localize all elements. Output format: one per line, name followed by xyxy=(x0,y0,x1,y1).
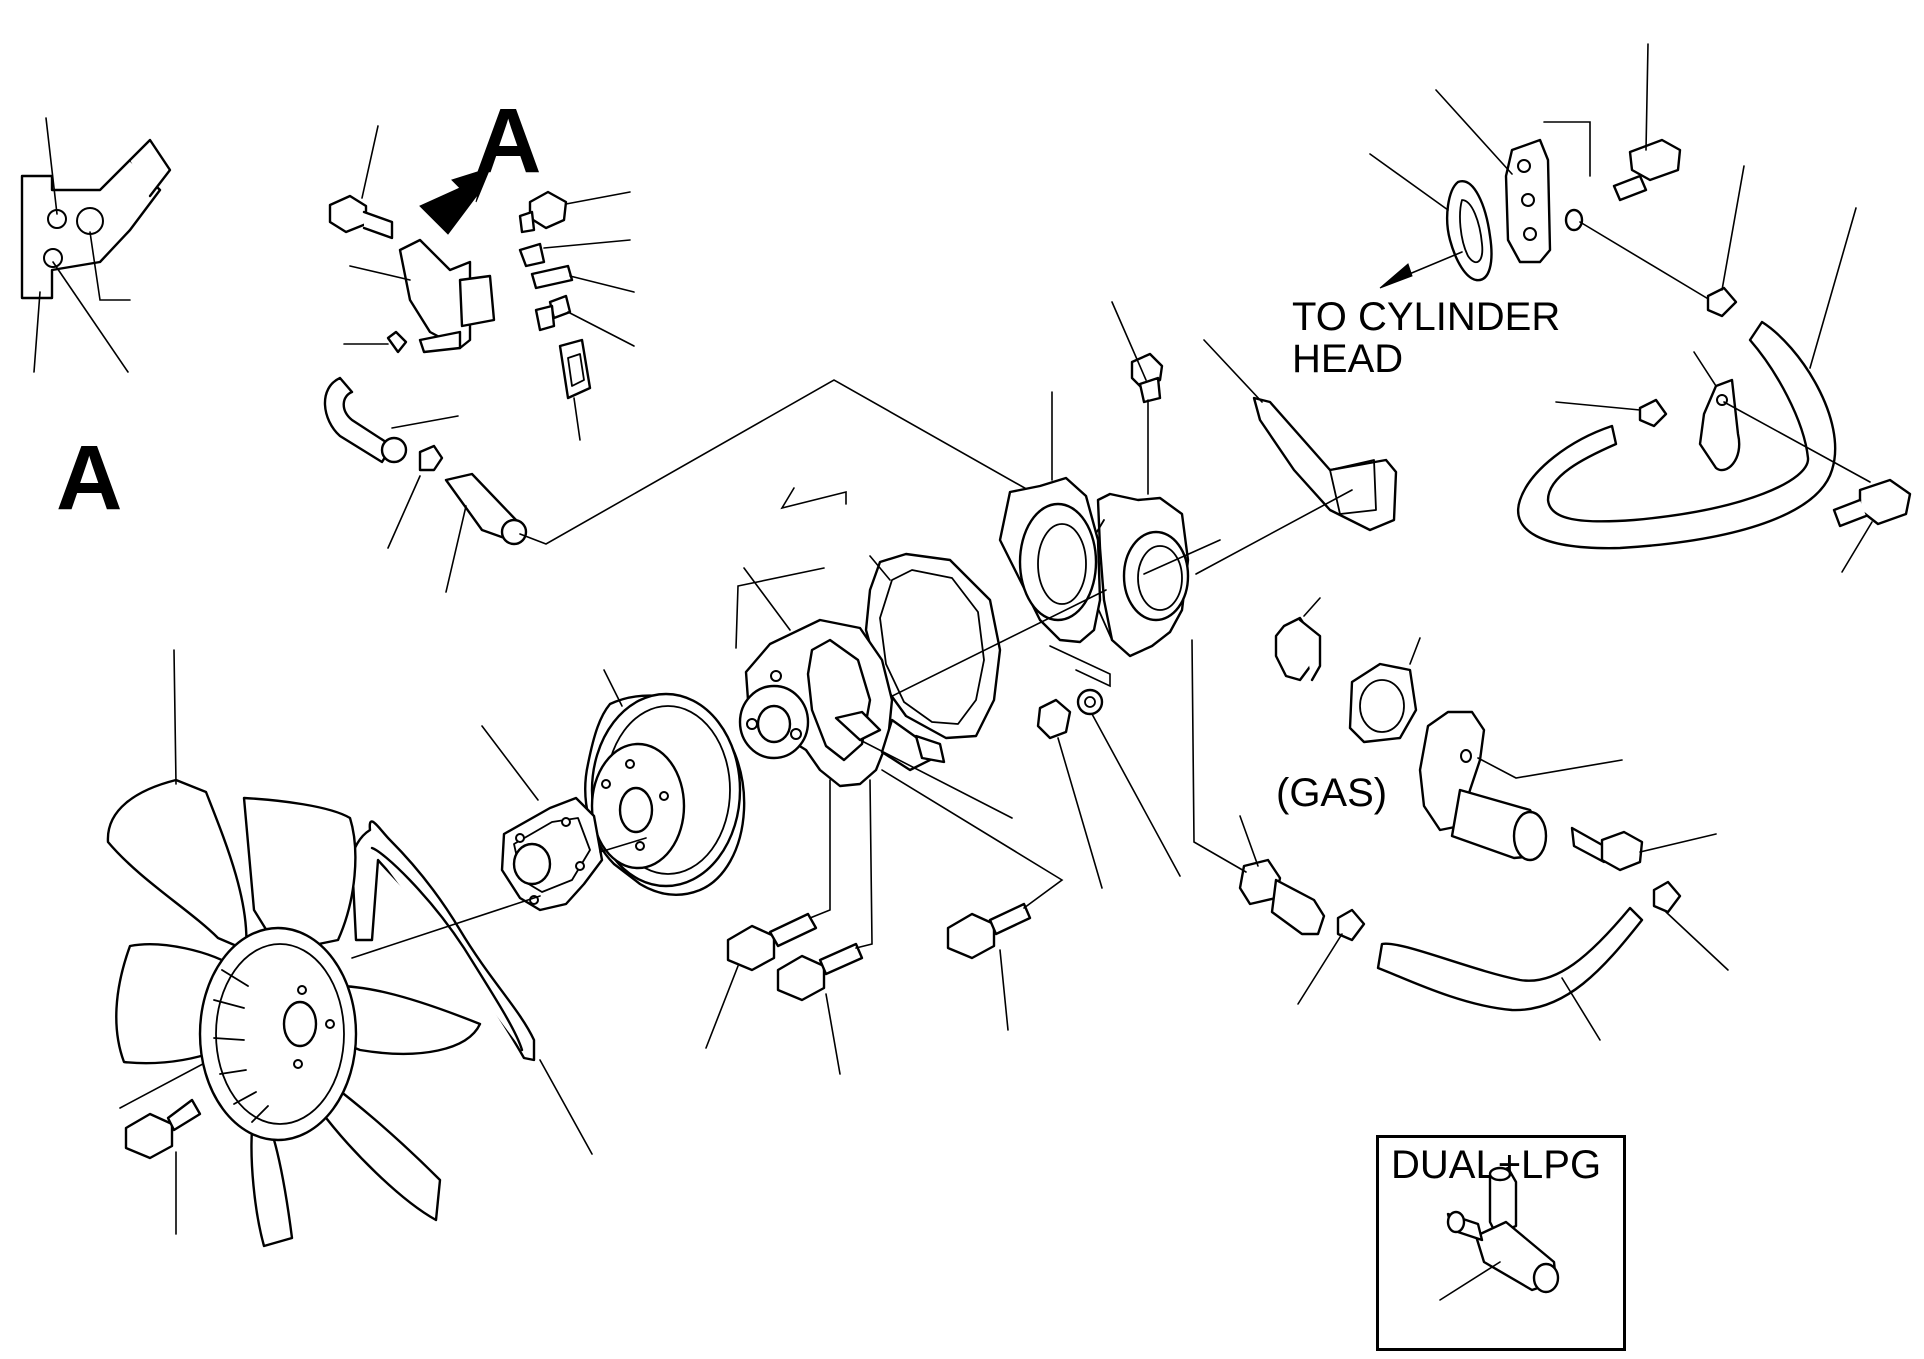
detail-a-leaders xyxy=(33,117,131,373)
leader-detail-a-to-housing xyxy=(519,379,1061,545)
drain-washer xyxy=(1049,645,1181,877)
bypass-fitting xyxy=(1191,639,1326,936)
water-outlet-bolt xyxy=(1570,826,1717,872)
pump-bolt-3 xyxy=(881,769,1064,1031)
top-right-bracket xyxy=(1693,351,1871,483)
direction-arrow xyxy=(419,167,491,235)
top-right-hose xyxy=(1517,207,1857,550)
v-belt xyxy=(350,820,593,1155)
water-pump xyxy=(735,487,1013,819)
detail-a-hose-and-clamps xyxy=(323,330,528,593)
pump-bolt-2 xyxy=(776,779,873,1075)
fan-bolt xyxy=(124,1098,202,1235)
outlet-gasket-upper xyxy=(1195,339,1398,575)
water-outlet-plug xyxy=(1111,301,1164,495)
cylinder-head-bolt xyxy=(1612,43,1682,202)
thermostat xyxy=(1274,597,1322,682)
top-right-bolt-2 xyxy=(1832,478,1912,573)
dual-lpg-title: DUAL+LPG xyxy=(1391,1143,1602,1187)
drain-plug xyxy=(1036,698,1103,889)
pump-axis-line xyxy=(867,539,1221,709)
pump-bolt-1 xyxy=(705,779,831,1049)
top-right-clamp-2 xyxy=(1555,398,1668,428)
to-cylinder-head-arrow xyxy=(1379,251,1463,289)
cooling-fan xyxy=(106,649,482,1248)
dual-lpg-inset-box: DUAL+LPG xyxy=(1376,1135,1626,1351)
detail-a-fitting-body xyxy=(349,238,496,354)
detail-a-bracket xyxy=(20,138,172,300)
bypass-clamp-2 xyxy=(1297,908,1366,1005)
cylinder-head-flange xyxy=(1435,89,1721,307)
cylinder-head-gasket xyxy=(1369,153,1493,282)
water-outlet-gas xyxy=(1418,710,1623,862)
water-pump-body-rear xyxy=(998,391,1102,644)
to-cylinder-head-label: TO CYLINDER HEAD xyxy=(1292,295,1561,381)
detail-a-fitting-bolt xyxy=(328,125,394,240)
water-pump-pulley xyxy=(584,669,746,896)
gas-note: (GAS) xyxy=(1276,771,1388,815)
thermostat-gasket xyxy=(1348,637,1421,744)
bypass-clamp xyxy=(1652,880,1729,971)
fan-spacer xyxy=(481,725,604,912)
bypass-hose xyxy=(1376,906,1644,1041)
view-letter-top: A xyxy=(475,90,542,192)
view-letter-left: A xyxy=(56,427,123,529)
thermostat-housing xyxy=(1091,492,1190,658)
top-right-clamp xyxy=(1706,165,1745,318)
detail-a-small-fittings xyxy=(518,190,635,441)
